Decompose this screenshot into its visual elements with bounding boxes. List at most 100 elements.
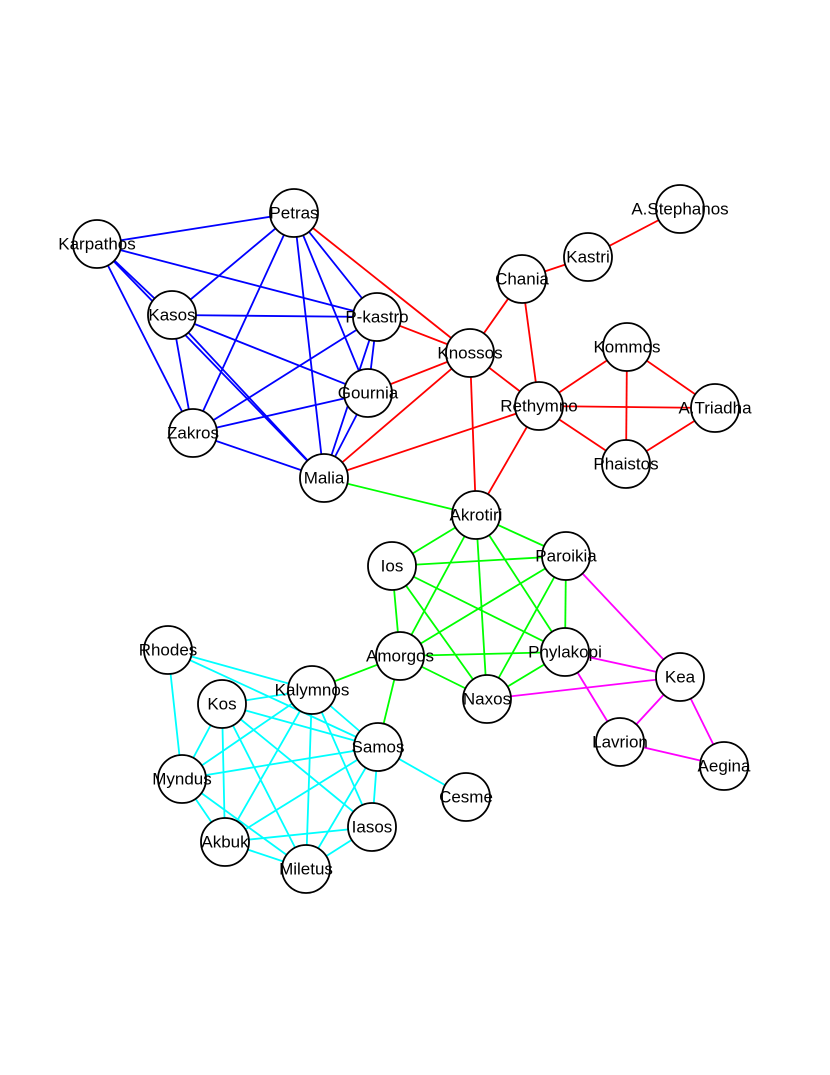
node-circle [343, 368, 393, 418]
node-karpathos: Karpathos [58, 219, 136, 269]
node-circle [375, 631, 425, 681]
node-label: P-kastro [345, 308, 408, 327]
edge-kasos-pkastro [171, 314, 378, 318]
edge-amorgos-phylakopi [399, 651, 566, 657]
node-circle [287, 665, 337, 715]
node-circle [602, 322, 652, 372]
node-label: Aegina [698, 757, 751, 776]
node-astephanos: A.Stephanos [631, 184, 729, 234]
node-label: Cesme [439, 788, 493, 807]
node-label: Myndus [152, 770, 212, 789]
node-malia: Malia [299, 453, 349, 503]
node-kalymnos: Kalymnos [275, 665, 350, 715]
edge-myndus-miletus [181, 778, 307, 870]
node-circle [462, 674, 512, 724]
node-phylakopi: Phylakopi [528, 627, 602, 677]
node-label: Kastri [566, 248, 609, 267]
node-akbuk: Akbuk [200, 817, 250, 867]
edge-naxos-kea [486, 676, 681, 700]
node-circle [497, 254, 547, 304]
node-circle [352, 292, 402, 342]
node-naxos: Naxos [462, 674, 512, 724]
edge-malia-akrotiri [323, 477, 477, 516]
node-myndus: Myndus [152, 754, 212, 804]
node-lavrion: Lavrion [592, 717, 648, 767]
node-label: Gournia [338, 384, 399, 403]
node-circle [541, 531, 591, 581]
node-label: Akbuk [201, 833, 249, 852]
node-rhodes: Rhodes [139, 625, 198, 675]
node-circle [299, 453, 349, 503]
node-iasos: Iasos [347, 802, 397, 852]
node-label: Kalymnos [275, 681, 350, 700]
edge-kos-iasos [221, 703, 373, 828]
node-pkastro: P-kastro [345, 292, 409, 342]
node-label: Paroikia [535, 547, 597, 566]
edge-rhodes-kalymnos [167, 649, 313, 691]
node-kea: Kea [655, 652, 705, 702]
edge-petras-kasos [171, 212, 295, 316]
edge-paroikia-naxos [486, 555, 567, 700]
node-circle [690, 383, 740, 433]
edge-kos-samos [221, 703, 379, 748]
edge-malia-rethymno [323, 405, 540, 479]
node-kos: Kos [197, 679, 247, 729]
node-label: Amorgos [366, 647, 434, 666]
node-circle [72, 219, 122, 269]
node-atriadha: A.Triadha [678, 383, 752, 433]
edge-knossos-akrotiri [469, 352, 477, 516]
edge-rhodes-samos [167, 649, 379, 748]
node-label: Ios [381, 557, 404, 576]
node-label: Rhodes [139, 641, 198, 660]
node-label: Miletus [279, 860, 333, 879]
node-circle [563, 232, 613, 282]
node-label: Zakros [167, 424, 219, 443]
node-label: Rethymno [500, 397, 577, 416]
node-kastri: Kastri [563, 232, 613, 282]
edge-karpathos-petras [96, 212, 295, 245]
node-label: Kos [207, 695, 236, 714]
edge-petras-gournia [293, 212, 369, 394]
edge-petras-zakros [192, 212, 295, 434]
edge-malia-knossos [323, 352, 471, 479]
node-circle [157, 754, 207, 804]
node-kasos: Kasos [147, 290, 197, 340]
node-circle [595, 717, 645, 767]
edge-samos-myndus [181, 746, 379, 780]
node-circle [143, 625, 193, 675]
node-gournia: Gournia [338, 368, 399, 418]
node-petras: Petras [269, 188, 319, 238]
node-circle [353, 722, 403, 772]
edge-petras-knossos [293, 212, 471, 354]
node-label: Kea [665, 668, 696, 687]
node-label: Lavrion [592, 733, 648, 752]
node-phaistos: Phaistos [593, 439, 659, 489]
node-circle [147, 290, 197, 340]
node-samos: Samos [352, 722, 405, 772]
edge-karpathos-malia [96, 243, 325, 479]
edge-kalymnos-akbuk [224, 689, 313, 843]
node-label: Petras [269, 204, 318, 223]
node-label: Samos [352, 738, 405, 757]
edge-gournia-zakros [192, 392, 369, 434]
node-cesme: Cesme [439, 772, 493, 822]
edge-karpathos-pkastro [96, 243, 378, 318]
edge-kalymnos-iasos [311, 689, 373, 828]
node-circle [367, 541, 417, 591]
edge-akrotiri-amorgos [399, 514, 477, 657]
edge-petras-malia [293, 212, 325, 479]
node-aegina: Aegina [698, 741, 751, 791]
node-circle [655, 652, 705, 702]
edge-paroikia-kea [565, 555, 681, 678]
node-circle [441, 772, 491, 822]
node-label: A.Stephanos [631, 200, 728, 219]
node-label: Iasos [352, 818, 393, 837]
node-rethymno: Rethymno [500, 381, 578, 431]
node-circle [445, 328, 495, 378]
node-zakros: Zakros [167, 408, 219, 458]
node-circle [168, 408, 218, 458]
edge-kasos-gournia [171, 314, 369, 394]
node-circle [514, 381, 564, 431]
